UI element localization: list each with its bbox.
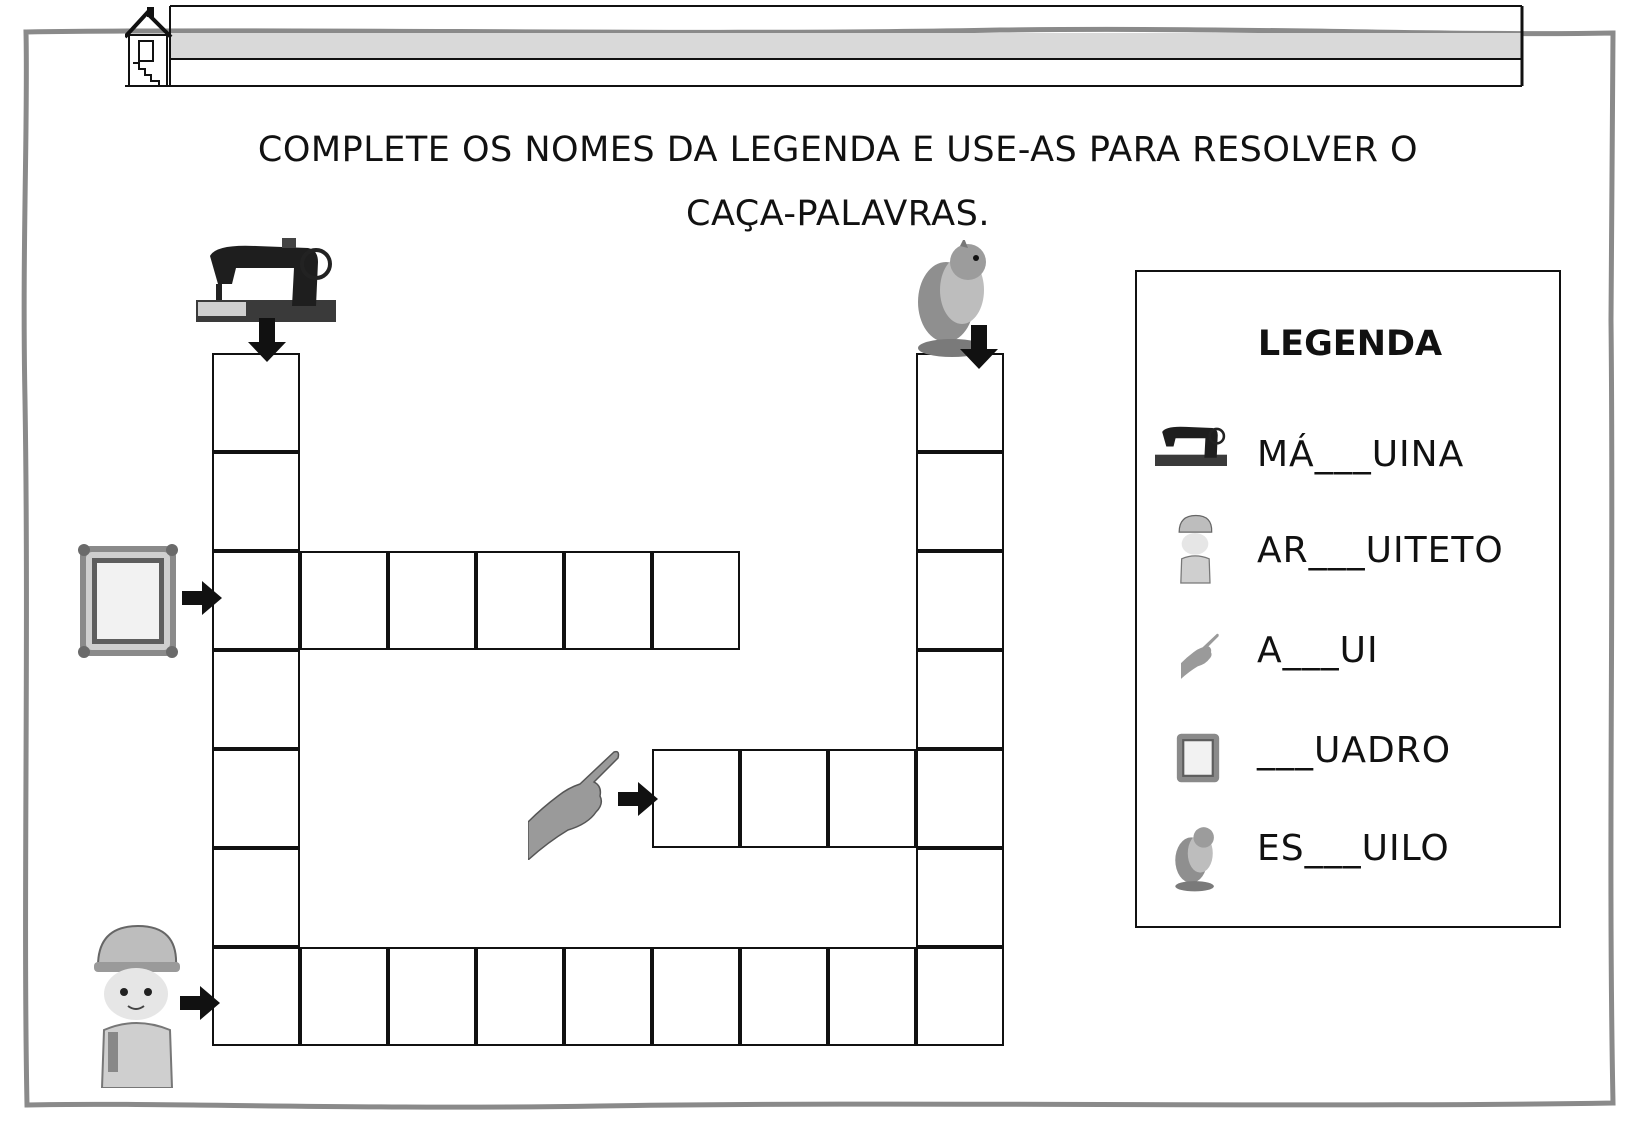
- grid-cell[interactable]: [652, 551, 740, 650]
- grid-cell[interactable]: [300, 551, 388, 650]
- down-arrow-icon: [960, 325, 998, 369]
- grid-cell[interactable]: [652, 947, 740, 1046]
- squirrel-icon: [1175, 827, 1214, 892]
- grid-cell[interactable]: [916, 551, 1004, 650]
- legend-word-maquina: MÁ___UINA: [1257, 434, 1465, 475]
- grid-cell[interactable]: [740, 947, 828, 1046]
- grid-cell[interactable]: [212, 353, 300, 452]
- instruction-line-1: COMPLETE OS NOMES DA LEGENDA E USE-AS PA…: [257, 130, 1419, 170]
- right-arrow-icon: [618, 782, 658, 816]
- legend-panel: LEGENDA MÁ___UINA AR___UITETO A___UI ___…: [1135, 270, 1561, 928]
- grid-cell[interactable]: [212, 452, 300, 551]
- legend-title: LEGENDA: [1257, 324, 1443, 364]
- grid-cell[interactable]: [652, 749, 740, 848]
- grid-cell[interactable]: [916, 749, 1004, 848]
- pointing-hand-icon: [528, 750, 620, 860]
- legend-word-arquiteto: AR___UITETO: [1257, 530, 1504, 571]
- grid-cell[interactable]: [740, 749, 828, 848]
- down-arrow-icon: [248, 318, 286, 362]
- grid-cell[interactable]: [300, 947, 388, 1046]
- sewing-machine-icon: [196, 238, 336, 322]
- right-arrow-icon: [182, 581, 222, 615]
- house-icon: [125, 7, 173, 87]
- sewing-machine-icon: [1155, 426, 1227, 466]
- grid-cell[interactable]: [916, 947, 1004, 1046]
- grid-cell[interactable]: [212, 848, 300, 947]
- grid-cell[interactable]: [916, 848, 1004, 947]
- grid-cell[interactable]: [828, 947, 916, 1046]
- instruction-line-2: CAÇA-PALAVRAS.: [686, 194, 990, 234]
- architect-icon: [94, 924, 180, 1088]
- legend-word-esquilo: ES___UILO: [1257, 828, 1450, 869]
- architect-icon: [1178, 514, 1213, 584]
- grid-cell[interactable]: [388, 551, 476, 650]
- grid-cell[interactable]: [564, 947, 652, 1046]
- legend-word-aqui: A___UI: [1257, 630, 1379, 671]
- name-writing-lines: [125, 5, 1524, 87]
- instruction-text: COMPLETE OS NOMES DA LEGENDA E USE-AS PA…: [150, 118, 1526, 246]
- picture-frame-icon: [78, 544, 178, 658]
- grid-cell[interactable]: [476, 551, 564, 650]
- grid-cell[interactable]: [212, 947, 300, 1046]
- right-arrow-icon: [180, 986, 220, 1020]
- grid-cell[interactable]: [388, 947, 476, 1046]
- grid-cell[interactable]: [828, 749, 916, 848]
- grid-cell[interactable]: [564, 551, 652, 650]
- grid-cell[interactable]: [916, 452, 1004, 551]
- grid-cell[interactable]: [212, 650, 300, 749]
- grid-cell[interactable]: [476, 947, 564, 1046]
- picture-frame-icon: [1176, 733, 1220, 783]
- pointing-hand-icon: [1181, 633, 1219, 679]
- grid-cell[interactable]: [212, 551, 300, 650]
- legend-word-quadro: ___UADRO: [1257, 730, 1452, 771]
- grid-cell[interactable]: [916, 650, 1004, 749]
- grid-cell[interactable]: [212, 749, 300, 848]
